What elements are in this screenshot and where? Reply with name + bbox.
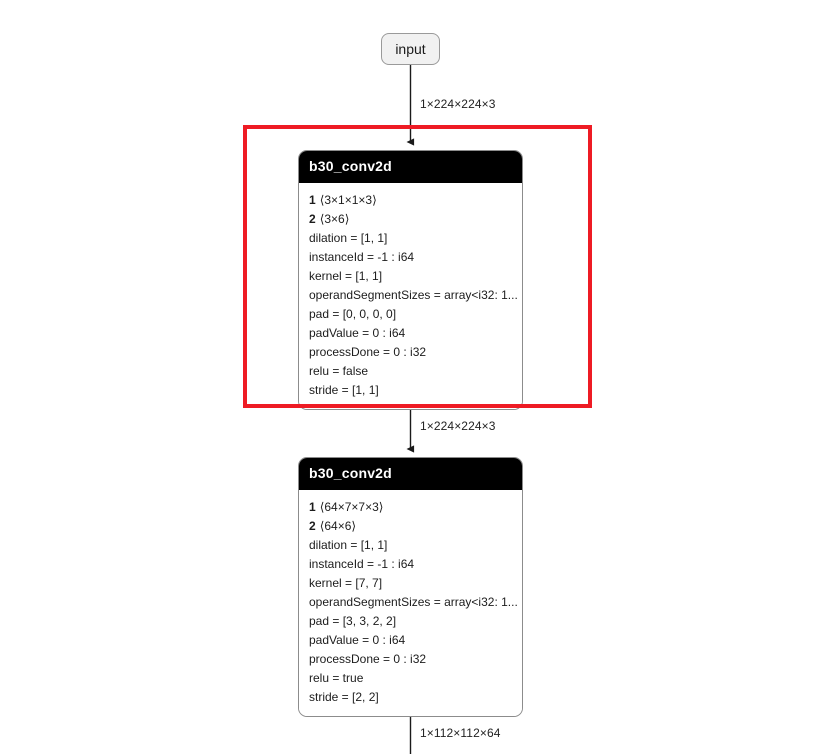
attribute-row: processDone = 0 : i32 bbox=[309, 345, 427, 359]
attribute-row: relu = true bbox=[309, 671, 364, 685]
edge-label-input-to-node1: 1×224×224×3 bbox=[420, 97, 496, 111]
attribute-row: dilation = [1, 1] bbox=[309, 231, 388, 245]
operand-row: 2⟨3×6⟩ bbox=[309, 210, 522, 229]
attribute-row: pad = [0, 0, 0, 0] bbox=[309, 307, 397, 321]
operand-row: 2⟨64×6⟩ bbox=[309, 517, 522, 536]
operand-shape: ⟨3×1×1×3⟩ bbox=[319, 193, 377, 207]
operand-shape: ⟨64×7×7×3⟩ bbox=[319, 500, 384, 514]
attribute-row: pad = [3, 3, 2, 2] bbox=[309, 614, 397, 628]
attribute-row: instanceId = -1 : i64 bbox=[309, 557, 415, 571]
node-body-2: 1⟨64×7×7×3⟩ 2⟨64×6⟩ dilation = [1, 1] in… bbox=[299, 490, 522, 716]
operand-shape: ⟨64×6⟩ bbox=[319, 519, 357, 533]
operand-row: 1⟨3×1×1×3⟩ bbox=[309, 191, 522, 210]
operand-row: 1⟨64×7×7×3⟩ bbox=[309, 498, 522, 517]
edge-label-node1-to-node2: 1×224×224×3 bbox=[420, 419, 496, 433]
attribute-row: operandSegmentSizes = array<i32: 1... bbox=[309, 595, 518, 609]
attribute-row: stride = [2, 2] bbox=[309, 690, 379, 704]
attribute-row: relu = false bbox=[309, 364, 369, 378]
node-header-2[interactable]: b30_conv2d bbox=[299, 458, 522, 490]
attribute-row: padValue = 0 : i64 bbox=[309, 633, 406, 647]
operand-shape: ⟨3×6⟩ bbox=[319, 212, 350, 226]
node-b30-conv2d-2[interactable]: b30_conv2d 1⟨64×7×7×3⟩ 2⟨64×6⟩ dilation … bbox=[298, 457, 523, 717]
operand-index: 2 bbox=[309, 519, 316, 533]
attribute-row: stride = [1, 1] bbox=[309, 383, 379, 397]
attribute-row: instanceId = -1 : i64 bbox=[309, 250, 415, 264]
operand-index: 1 bbox=[309, 193, 316, 207]
node-title-2: b30_conv2d bbox=[309, 465, 392, 481]
node-input-label: input bbox=[395, 41, 426, 57]
operand-index: 2 bbox=[309, 212, 316, 226]
attribute-row: processDone = 0 : i32 bbox=[309, 652, 427, 666]
attribute-row: padValue = 0 : i64 bbox=[309, 326, 406, 340]
attribute-row: kernel = [1, 1] bbox=[309, 269, 383, 283]
edge-label-node2-out: 1×112×112×64 bbox=[420, 726, 501, 740]
node-input[interactable]: input bbox=[381, 33, 440, 65]
attribute-row: dilation = [1, 1] bbox=[309, 538, 388, 552]
operand-index: 1 bbox=[309, 500, 316, 514]
node-header-1[interactable]: b30_conv2d bbox=[299, 151, 522, 183]
attribute-row: kernel = [7, 7] bbox=[309, 576, 383, 590]
attribute-row: operandSegmentSizes = array<i32: 1... bbox=[309, 288, 518, 302]
node-title-1: b30_conv2d bbox=[309, 158, 392, 174]
node-b30-conv2d-1[interactable]: b30_conv2d 1⟨3×1×1×3⟩ 2⟨3×6⟩ dilation = … bbox=[298, 150, 523, 410]
node-body-1: 1⟨3×1×1×3⟩ 2⟨3×6⟩ dilation = [1, 1] inst… bbox=[299, 183, 522, 409]
